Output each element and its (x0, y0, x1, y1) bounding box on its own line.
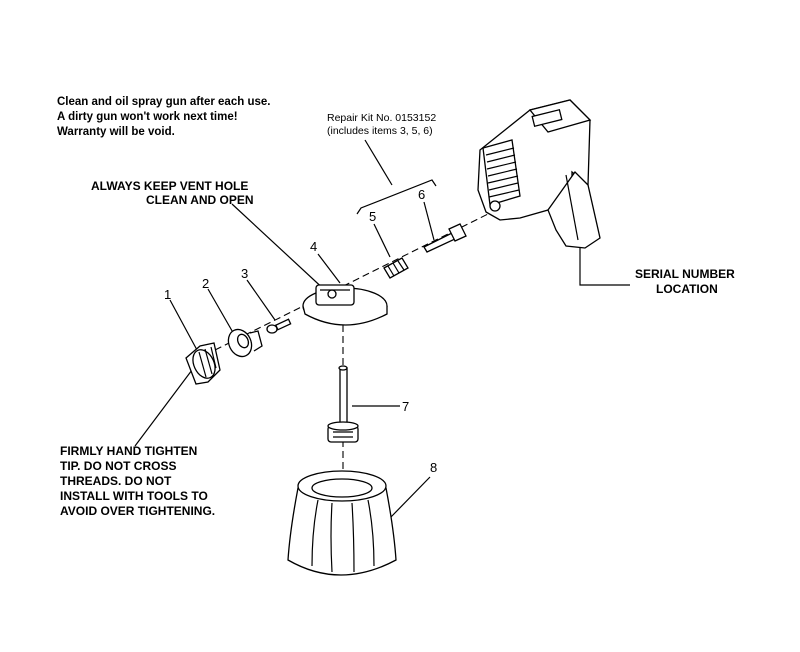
part-5-spring (383, 257, 409, 279)
serial-number-note: SERIAL NUMBER LOCATION (635, 267, 735, 296)
tip-tighten-note: FIRMLY HAND TIGHTEN TIP. DO NOT CROSS TH… (60, 444, 215, 518)
care-note-line-3: Warranty will be void. (57, 126, 175, 138)
serial-note-line-2: LOCATION (656, 282, 718, 296)
part-number-3: 3 (241, 266, 248, 281)
part-6-piston (423, 223, 467, 253)
part-number-8: 8 (430, 460, 437, 475)
part-number-labels: 1 2 3 4 5 6 7 8 (164, 187, 437, 475)
serial-note-line-1: SERIAL NUMBER (635, 267, 735, 281)
care-note: Clean and oil spray gun after each use. … (57, 96, 270, 138)
tip-note-line-1: FIRMLY HAND TIGHTEN (60, 444, 197, 458)
part-2-nozzle-ring (227, 328, 263, 358)
vent-note-line-1: ALWAYS KEEP VENT HOLE (91, 179, 248, 193)
care-note-line-2: A dirty gun won't work next time! (57, 111, 238, 123)
leader-lines (134, 139, 630, 519)
part-8-container (287, 470, 397, 576)
repair-kit-line-1: Repair Kit No. 0153152 (327, 112, 436, 124)
vent-note-line-2: CLEAN AND OPEN (146, 193, 254, 207)
part-7-suction-tube (327, 365, 359, 443)
tip-note-line-5: AVOID OVER TIGHTENING. (60, 504, 215, 518)
assembly-axis-lines (214, 212, 491, 478)
tip-note-line-2: TIP. DO NOT CROSS (60, 459, 176, 473)
tip-note-line-4: INSTALL WITH TOOLS TO (60, 489, 208, 503)
repair-kit-line-2: (includes items 3, 5, 6) (327, 125, 433, 137)
part-1-tip (185, 342, 221, 385)
part-number-5: 5 (369, 209, 376, 224)
tip-note-line-3: THREADS. DO NOT (60, 474, 172, 488)
repair-kit-note: Repair Kit No. 0153152 (includes items 3… (327, 112, 436, 137)
part-number-6: 6 (418, 187, 425, 202)
spray-gun-body (477, 99, 601, 249)
part-4-front-housing (302, 284, 388, 326)
part-number-1: 1 (164, 287, 171, 302)
part-number-7: 7 (402, 399, 409, 414)
part-number-4: 4 (310, 239, 317, 254)
part-number-2: 2 (202, 276, 209, 291)
part-3-pin (266, 318, 292, 334)
care-note-line-1: Clean and oil spray gun after each use. (57, 96, 270, 108)
vent-hole-note: ALWAYS KEEP VENT HOLE CLEAN AND OPEN (91, 179, 254, 207)
